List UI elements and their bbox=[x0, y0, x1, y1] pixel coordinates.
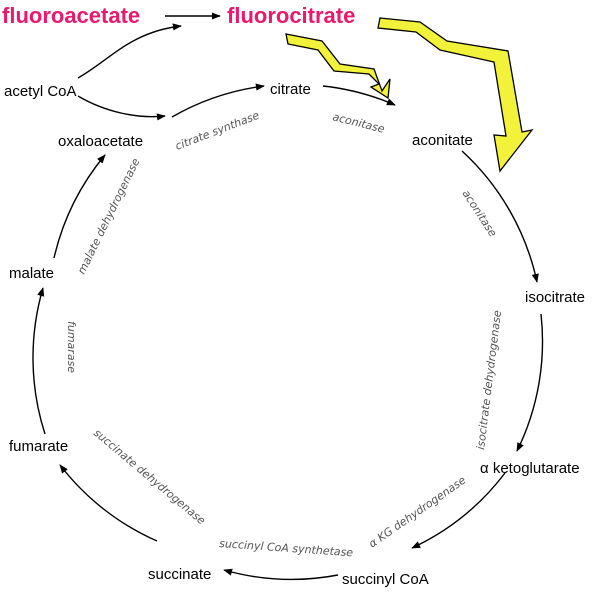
succinyl-coa-label: succinyl CoA bbox=[342, 571, 429, 588]
akg-dehydrogenase-label: α KG dehydrogenase bbox=[366, 473, 468, 550]
aconitase-label-1: aconitase bbox=[331, 110, 386, 136]
lightning-bolt-icon bbox=[377, 17, 534, 173]
aconitase-label-2: aconitase bbox=[459, 188, 499, 240]
citrate-synthase-label: citrate synthase bbox=[173, 109, 261, 153]
acetyl-coa-to-cycle-arrow bbox=[77, 95, 166, 121]
arc-akg-succinylcoa bbox=[411, 472, 506, 549]
oxaloacetate-label: oxaloacetate bbox=[58, 133, 143, 150]
malate-label: malate bbox=[9, 265, 54, 282]
arc-oxaloacetate-citrate bbox=[171, 83, 265, 118]
arc-fumarate-malate bbox=[32, 287, 46, 435]
arc-succinylcoa-succinate bbox=[223, 568, 339, 581]
succinyl-coa-synthetase-label: succinyl CoA synthetase bbox=[219, 537, 354, 559]
arc-isocitrate-akg bbox=[516, 313, 544, 452]
arc-malate-oxaloacetate bbox=[53, 154, 106, 259]
aconitate-label: aconitate bbox=[412, 132, 473, 149]
arc-aconitate-isocitrate bbox=[461, 150, 539, 283]
succinate-label: succinate bbox=[148, 566, 211, 583]
arc-citrate-aconitate bbox=[322, 85, 396, 106]
fumarase-label: fumarase bbox=[65, 321, 78, 373]
alpha-ketoglutarate-label: α ketoglutarate bbox=[480, 460, 580, 477]
lightning-bolt-icon bbox=[285, 33, 391, 100]
malate-dehydrogenase-label: malate dehydrogenase bbox=[75, 156, 143, 276]
citrate-label: citrate bbox=[270, 81, 311, 98]
acetyl-coa-label: acetyl CoA bbox=[4, 83, 77, 100]
arc-succinate-fumarate bbox=[59, 464, 158, 542]
acetyl-coa-to-fluoroacetate-arrow bbox=[77, 23, 182, 79]
fluoroacetate-label: fluoroacetate bbox=[2, 3, 140, 28]
fluorocitrate-label: fluorocitrate bbox=[227, 3, 355, 28]
isocitrate-label: isocitrate bbox=[525, 289, 585, 306]
fumarate-label: fumarate bbox=[9, 438, 68, 455]
isocitrate-dehydrogenase-label: isocitrate dehydrogenase bbox=[474, 309, 504, 450]
